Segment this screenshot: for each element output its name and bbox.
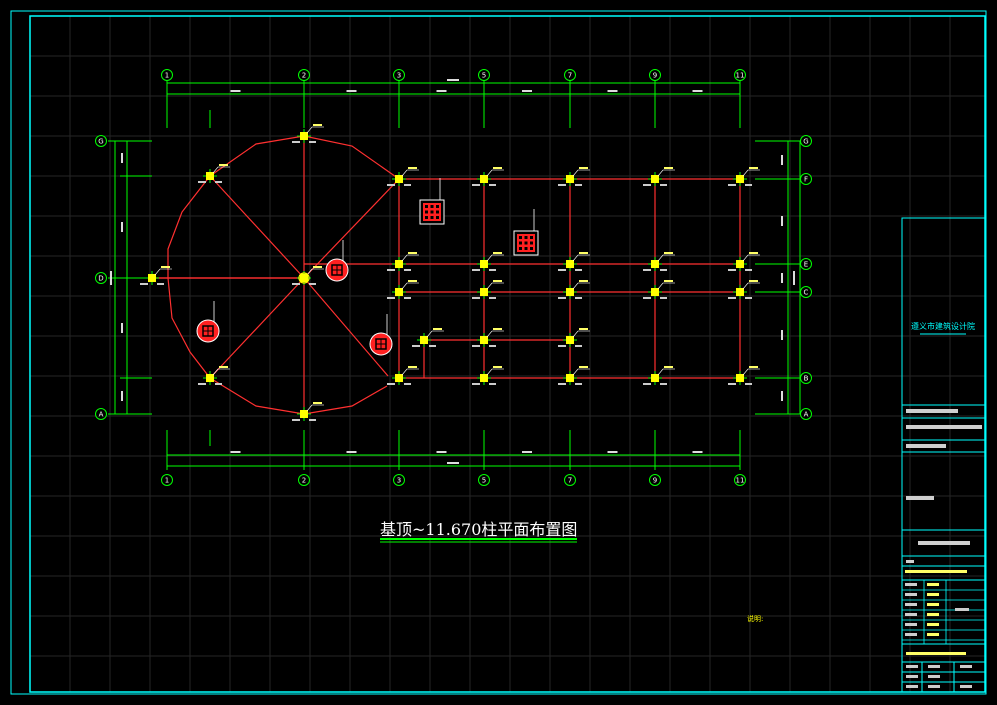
axis-bubble-top-2: 2	[298, 69, 310, 81]
column-19[interactable]	[558, 280, 590, 299]
column-5[interactable]	[198, 366, 230, 385]
svg-text:2: 2	[302, 72, 306, 80]
outer-frame	[10, 10, 987, 695]
svg-text:E: E	[804, 261, 808, 269]
column-11[interactable]	[728, 167, 760, 186]
axis-bubble-top-1: 1	[161, 69, 173, 81]
axis-bubble-bottom-5: 5	[478, 474, 490, 486]
inner-frame	[29, 15, 986, 693]
svg-text:A: A	[804, 411, 809, 419]
round-column-section-3[interactable]	[369, 314, 393, 356]
svg-text:3: 3	[397, 72, 401, 80]
column-16[interactable]	[728, 252, 760, 271]
axis-bubble-right-B: B	[800, 372, 812, 384]
column-26[interactable]	[472, 366, 504, 385]
column-21[interactable]	[728, 280, 760, 299]
axis-bubble-bottom-11: 11	[734, 474, 746, 486]
svg-text:5: 5	[482, 72, 486, 80]
column-15[interactable]	[643, 252, 675, 271]
svg-text:B: B	[804, 375, 809, 383]
svg-text:A: A	[99, 411, 104, 419]
svg-text:7: 7	[568, 72, 572, 80]
axis-bubble-bottom-9: 9	[649, 474, 661, 486]
axis-bubble-left-G: G	[95, 135, 107, 147]
beam-lines	[152, 135, 741, 415]
column-14[interactable]	[558, 252, 590, 271]
axis-bubble-right-G: G	[800, 135, 812, 147]
svg-text:5: 5	[482, 477, 486, 485]
round-column-section-2[interactable]	[196, 301, 220, 343]
square-column-section-2[interactable]	[513, 209, 539, 256]
axis-bubble-top-11: 11	[734, 69, 746, 81]
axis-bubble-right-F: F	[800, 173, 812, 185]
axis-bubble-top-5: 5	[478, 69, 490, 81]
svg-text:3: 3	[397, 477, 401, 485]
axis-bubble-top-7: 7	[564, 69, 576, 81]
axis-bubble-left-D: D	[95, 272, 107, 284]
axis-bubble-bottom-2: 2	[298, 474, 310, 486]
dimension-lines	[108, 79, 805, 470]
svg-text:9: 9	[653, 477, 657, 485]
column-13[interactable]	[472, 252, 504, 271]
column-17[interactable]	[387, 280, 419, 299]
drawing-title: 基顶~11.670柱平面布置图	[380, 520, 577, 539]
svg-text:D: D	[98, 275, 103, 283]
svg-text:2: 2	[302, 477, 306, 485]
svg-text:G: G	[803, 138, 808, 146]
svg-text:1: 1	[165, 72, 169, 80]
svg-text:1: 1	[165, 477, 169, 485]
column-20[interactable]	[643, 280, 675, 299]
column-24[interactable]	[558, 328, 590, 347]
svg-text:F: F	[804, 176, 808, 184]
axis-bubble-top-9: 9	[649, 69, 661, 81]
column-2[interactable]	[198, 164, 230, 183]
axis-bubble-right-E: E	[800, 258, 812, 270]
column-23[interactable]	[472, 328, 504, 347]
axis-bubble-left-A: A	[95, 408, 107, 420]
column-7[interactable]	[387, 167, 419, 186]
column-18[interactable]	[472, 280, 504, 299]
note-label: 说明:	[747, 614, 763, 623]
column-8[interactable]	[472, 167, 504, 186]
column-3[interactable]	[140, 266, 172, 285]
background-grid	[29, 15, 985, 692]
column-22[interactable]	[412, 328, 444, 347]
column-1[interactable]	[292, 124, 324, 143]
column-25[interactable]	[387, 366, 419, 385]
column-10[interactable]	[643, 167, 675, 186]
svg-text:11: 11	[736, 72, 745, 80]
column-29[interactable]	[728, 366, 760, 385]
svg-text:C: C	[804, 289, 809, 297]
axis-bubble-bottom-3: 3	[393, 474, 405, 486]
columns[interactable]	[140, 124, 760, 421]
institute-name: 遵义市建筑设计院	[911, 321, 975, 331]
column-27[interactable]	[558, 366, 590, 385]
svg-text:7: 7	[568, 477, 572, 485]
axis-bubble-bottom-7: 7	[564, 474, 576, 486]
axis-bubble-bottom-1: 1	[161, 474, 173, 486]
column-6[interactable]	[292, 402, 324, 421]
round-column-section-1[interactable]	[325, 240, 349, 282]
axis-bubble-right-A: A	[800, 408, 812, 420]
svg-text:11: 11	[736, 477, 745, 485]
column-12[interactable]	[387, 252, 419, 271]
column-28[interactable]	[643, 366, 675, 385]
title-block: 遵义市建筑设计院	[901, 217, 986, 693]
column-9[interactable]	[558, 167, 590, 186]
axis-bubble-top-3: 3	[393, 69, 405, 81]
section-callouts[interactable]	[196, 178, 539, 356]
square-column-section-1[interactable]	[419, 178, 445, 225]
axis-bubble-right-C: C	[800, 286, 812, 298]
svg-text:G: G	[98, 138, 103, 146]
svg-text:9: 9	[653, 72, 657, 80]
